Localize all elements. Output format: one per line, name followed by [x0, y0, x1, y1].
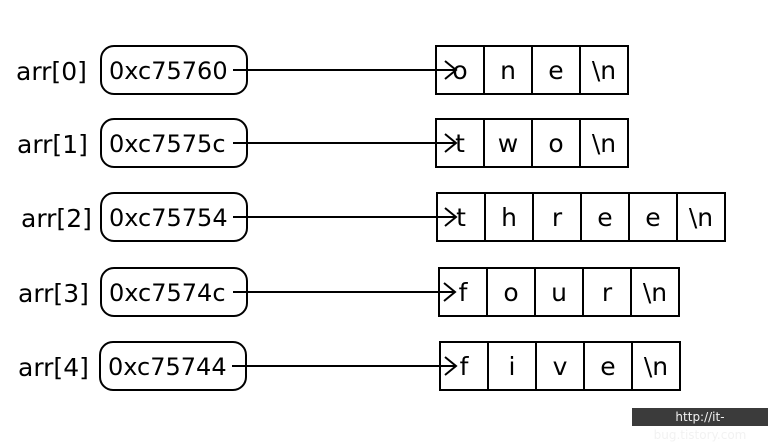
char-text: n [500, 56, 516, 85]
arrow-head [444, 207, 458, 227]
char-text: t [456, 203, 466, 232]
char-text: h [501, 203, 517, 232]
char-text: \n [644, 352, 668, 381]
pointer-address: 0xc75760 [109, 57, 228, 85]
char-text: f [460, 352, 470, 381]
char-text: f [459, 278, 469, 307]
char-cell [630, 267, 680, 317]
char-text: v [553, 352, 568, 381]
char-text: \n [592, 129, 616, 158]
pointer-address: 0xc75754 [109, 204, 228, 232]
pointer-address: 0xc75744 [108, 353, 227, 381]
arrow-head [443, 282, 457, 302]
char-text: o [548, 129, 563, 158]
char-text: e [645, 203, 660, 232]
char-cell [579, 118, 629, 168]
char-text: e [600, 352, 615, 381]
char-text: r [602, 278, 613, 307]
row-label: arr[4] [18, 353, 89, 382]
char-text: \n [643, 278, 667, 307]
char-text: r [552, 203, 563, 232]
char-text: e [597, 203, 612, 232]
char-text: \n [592, 56, 616, 85]
char-text: o [503, 278, 518, 307]
row-label: arr[1] [17, 130, 88, 159]
char-text: i [509, 352, 516, 381]
char-text: o [452, 56, 467, 85]
char-text: e [548, 56, 563, 85]
char-cell [579, 45, 629, 95]
pointer-address: 0xc7575c [109, 130, 226, 158]
char-text: t [455, 129, 465, 158]
row-label: arr[2] [21, 204, 92, 233]
watermark: http://it-bug.tistory.com [632, 408, 768, 442]
row-label: arr[3] [18, 279, 89, 308]
pointer-address: 0xc7574c [109, 279, 226, 307]
arrow-head [444, 356, 458, 376]
char-cell [676, 192, 726, 242]
row-label: arr[0] [16, 57, 87, 86]
char-text: u [551, 278, 567, 307]
arrow-head [444, 60, 458, 80]
char-cell [631, 341, 681, 391]
pointer-array-diagram: arr[0] 0xc75760 o n e \n arr[1] 0xc7575c t w o \n ar… [16, 45, 726, 391]
arrow-head [444, 133, 458, 153]
char-text: w [498, 129, 518, 158]
char-text: \n [689, 203, 713, 232]
